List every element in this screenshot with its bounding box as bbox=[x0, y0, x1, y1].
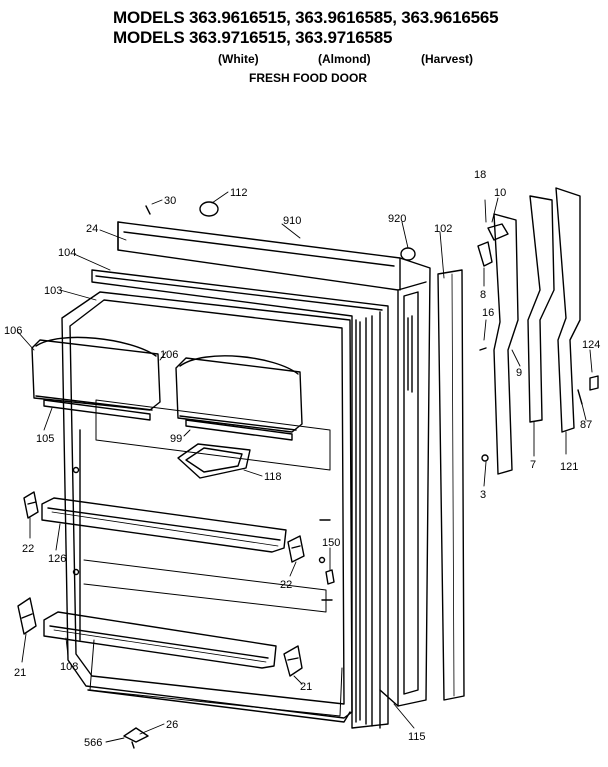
part-label-150: 150 bbox=[322, 537, 340, 549]
part-label-22-right: 22 bbox=[280, 579, 292, 591]
part-label-115: 115 bbox=[408, 731, 426, 743]
part-label-102: 102 bbox=[434, 223, 452, 235]
diagram-header: MODELS 363.9616515, 363.9616585, 363.961… bbox=[0, 0, 608, 95]
door-shelf-lower bbox=[43, 611, 277, 669]
color-harvest-label: (Harvest) bbox=[421, 52, 474, 66]
shelf-retainer-left-upper bbox=[23, 491, 39, 519]
dairy-door-right bbox=[175, 355, 303, 441]
part-label-118: 118 bbox=[264, 471, 282, 483]
part-label-910: 910 bbox=[283, 215, 301, 227]
color-almond-label: (Almond) bbox=[318, 52, 371, 66]
part-label-103: 103 bbox=[44, 285, 62, 297]
door-gasket bbox=[91, 269, 389, 729]
door-shelf-upper bbox=[41, 497, 287, 553]
part-label-104: 104 bbox=[58, 247, 76, 259]
color-white-label: (White) bbox=[218, 52, 259, 66]
leader-lines bbox=[17, 191, 593, 743]
breaker-strip bbox=[437, 269, 465, 701]
part-label-30: 30 bbox=[164, 195, 176, 207]
part-label-3: 3 bbox=[480, 489, 486, 501]
part-label-18: 18 bbox=[474, 169, 486, 181]
models-line-1: MODELS 363.9616515, 363.9616585, 363.961… bbox=[113, 8, 499, 27]
part-label-21-right: 21 bbox=[300, 681, 312, 693]
part-label-566: 566 bbox=[84, 737, 102, 749]
part-label-121: 121 bbox=[560, 461, 578, 473]
part-label-10: 10 bbox=[494, 187, 506, 199]
part-label-126: 126 bbox=[48, 553, 66, 565]
part-label-108: 108 bbox=[60, 661, 78, 673]
diagram-subtitle: FRESH FOOD DOOR bbox=[248, 71, 367, 85]
small-fasteners bbox=[123, 201, 416, 749]
part-label-99: 99 bbox=[170, 433, 182, 445]
shelf-retainer-right-lower bbox=[283, 645, 303, 677]
part-label-87: 87 bbox=[580, 419, 592, 431]
part-label-24: 24 bbox=[86, 223, 98, 235]
part-label-124: 124 bbox=[582, 339, 600, 351]
part-label-105: 105 bbox=[36, 433, 54, 445]
part-label-22-left: 22 bbox=[22, 543, 34, 555]
part-label-9: 9 bbox=[516, 367, 522, 379]
part-label-8: 8 bbox=[480, 289, 486, 301]
egg-tray bbox=[177, 443, 251, 479]
part-labels: 30 112 910 920 24 104 103 106 106 105 99… bbox=[4, 169, 600, 749]
outer-door-panel bbox=[117, 221, 431, 707]
shelf-retainer-left-lower bbox=[17, 597, 37, 635]
part-label-21-left: 21 bbox=[14, 667, 26, 679]
part-label-106-left: 106 bbox=[4, 325, 22, 337]
part-label-7: 7 bbox=[530, 459, 536, 471]
hinge-assembly bbox=[477, 187, 599, 475]
part-label-112: 112 bbox=[230, 187, 248, 199]
part-label-106-center: 106 bbox=[160, 349, 178, 361]
door-inner-liner bbox=[61, 291, 353, 723]
part-label-920: 920 bbox=[388, 213, 406, 225]
dairy-door-left bbox=[31, 336, 161, 421]
part-label-26: 26 bbox=[166, 719, 178, 731]
shelf-retainer-right-upper bbox=[287, 535, 305, 563]
models-line-2: MODELS 363.9716515, 363.9716585 bbox=[113, 28, 393, 47]
part-label-16: 16 bbox=[482, 307, 494, 319]
